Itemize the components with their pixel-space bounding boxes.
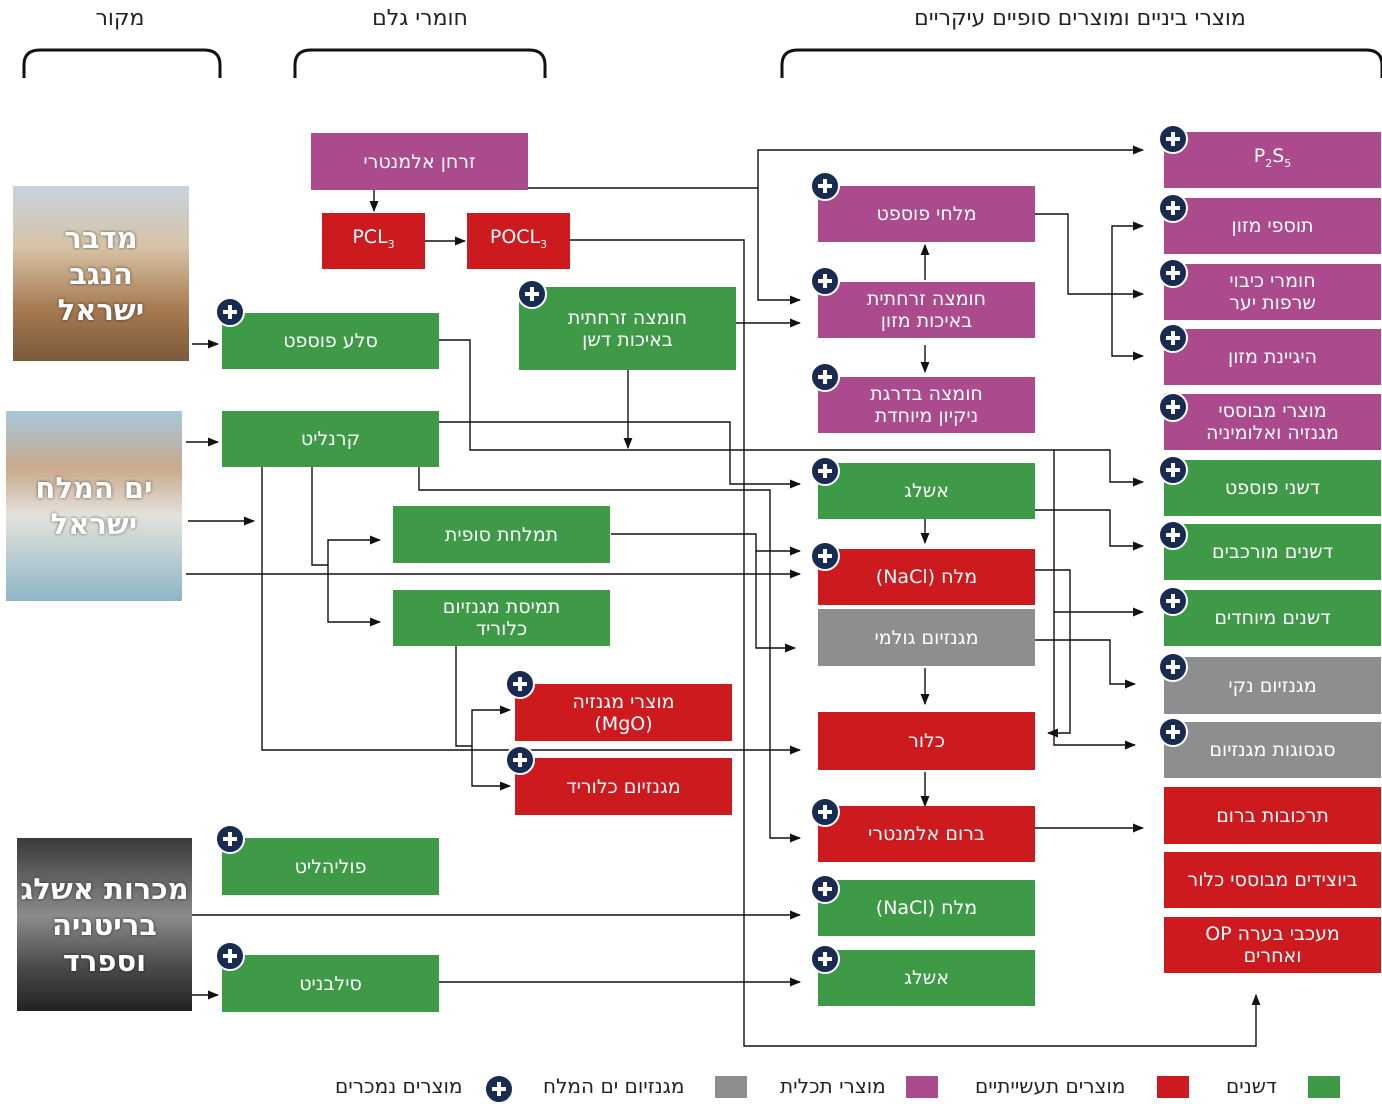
node-magnesium-chloride: מגנזיום כלוריד (515, 758, 732, 815)
node-specialty-fertilizers: דשנים מיוחדים (1164, 590, 1381, 646)
plus-icon (505, 669, 535, 699)
header-products: מוצרי ביניים ומוצרים סופיים עיקריים (914, 6, 1246, 31)
node-chlorine-biocides: ביוצידים מבוססי כלור (1164, 852, 1381, 908)
node-sylvinite: סילבניט (222, 955, 439, 1012)
node-pcl3: PCL3 (322, 213, 425, 269)
bracket-source (22, 48, 222, 78)
node-phosphate-salts: מלחי פוספט (818, 186, 1035, 242)
legend-label-marketed: מוצרים נמכרים (335, 1074, 463, 1098)
node-potash: אשלג (818, 463, 1035, 519)
node-potash-mines: אשלג (818, 950, 1035, 1006)
source-negev-desert: מדבר הנגב ישראל (13, 186, 189, 361)
node-salt: מלח (NaCl) (818, 549, 1035, 605)
plus-icon (1158, 323, 1188, 353)
plus-icon (810, 874, 840, 904)
legend-label-fertilizers: דשנים (1226, 1074, 1277, 1098)
legend-swatch-magnesium (715, 1076, 747, 1098)
plus-icon (1158, 586, 1188, 616)
legend-label-industrial: מוצרים תעשייתיים (975, 1074, 1126, 1098)
node-food-additives: תוספי מזון (1164, 198, 1381, 254)
legend-swatch-fertilizers (1308, 1076, 1340, 1098)
source-negev-label: מדבר הנגב ישראל (57, 220, 145, 327)
node-compound-fertilizers: דשנים מורכבים (1164, 524, 1381, 580)
plus-icon (1158, 124, 1188, 154)
plus-icon (810, 797, 840, 827)
source-mines-label: מכרות אשלג בריטניה וספרד (20, 871, 189, 978)
legend-plus-icon (484, 1074, 514, 1104)
node-chlorine: כלור (818, 712, 1035, 770)
plus-icon (810, 541, 840, 571)
plus-icon (215, 824, 245, 854)
plus-icon (810, 266, 840, 296)
node-elemental-bromine: ברום אלמנטרי (818, 806, 1035, 862)
node-p2s5: P2S5 (1164, 132, 1381, 188)
legend-swatch-industrial (1157, 1076, 1189, 1098)
plus-icon (810, 456, 840, 486)
plus-icon (810, 944, 840, 974)
plus-icon (1158, 717, 1188, 747)
plus-icon (1158, 652, 1188, 682)
legend-label-performance: מוצרי תכלית (780, 1074, 886, 1098)
bracket-raw (293, 48, 547, 78)
node-salt-mines: מלח (NaCl) (818, 880, 1035, 936)
source-potash-mines: מכרות אשלג בריטניה וספרד (17, 838, 192, 1011)
node-phosphate-rock: סלע פוספט (222, 313, 439, 369)
node-pocl3: POCL3 (467, 213, 570, 269)
node-magnesia-products: מוצרי מגנזיה(MgO) (515, 684, 732, 741)
plus-icon (1158, 455, 1188, 485)
header-source: מקור (95, 6, 145, 31)
node-food-hygiene: היגיינת מזון (1164, 329, 1381, 385)
plus-icon (517, 279, 547, 309)
node-magnesium-alloys: סגסוגות מגנזיום (1164, 722, 1381, 778)
node-polyhalite: פוליהליט (222, 838, 439, 895)
node-carnallite: קרנליט (222, 411, 439, 467)
plus-icon (1158, 392, 1188, 422)
plus-icon (1158, 520, 1188, 550)
plus-icon (215, 941, 245, 971)
bracket-products (780, 48, 1382, 78)
plus-icon (505, 745, 535, 775)
plus-icon (810, 171, 840, 201)
node-raw-magnesium: מגנזיום גולמי (818, 609, 1035, 666)
legend-label-magnesium: מגנזיום ים המלח (543, 1074, 685, 1098)
node-phosphate-fertilizers: דשני פוספט (1164, 460, 1381, 516)
node-bromine-compounds: תרכובות ברום (1164, 787, 1381, 844)
plus-icon (810, 362, 840, 392)
node-end-brine: תמלחת סופית (393, 506, 610, 563)
legend-swatch-performance (906, 1076, 938, 1098)
plus-icon (215, 297, 245, 327)
node-pure-magnesium: מגנזיום נקי (1164, 657, 1381, 714)
node-elemental-phosphorus: זרחן אלמנטרי (311, 133, 528, 190)
source-dead-sea-label: ים המלח ישראל (35, 471, 153, 541)
source-dead-sea: ים המלח ישראל (6, 411, 182, 601)
header-raw-materials: חומרי גלם (372, 6, 468, 31)
plus-icon (1158, 258, 1188, 288)
plus-icon (1158, 193, 1188, 223)
